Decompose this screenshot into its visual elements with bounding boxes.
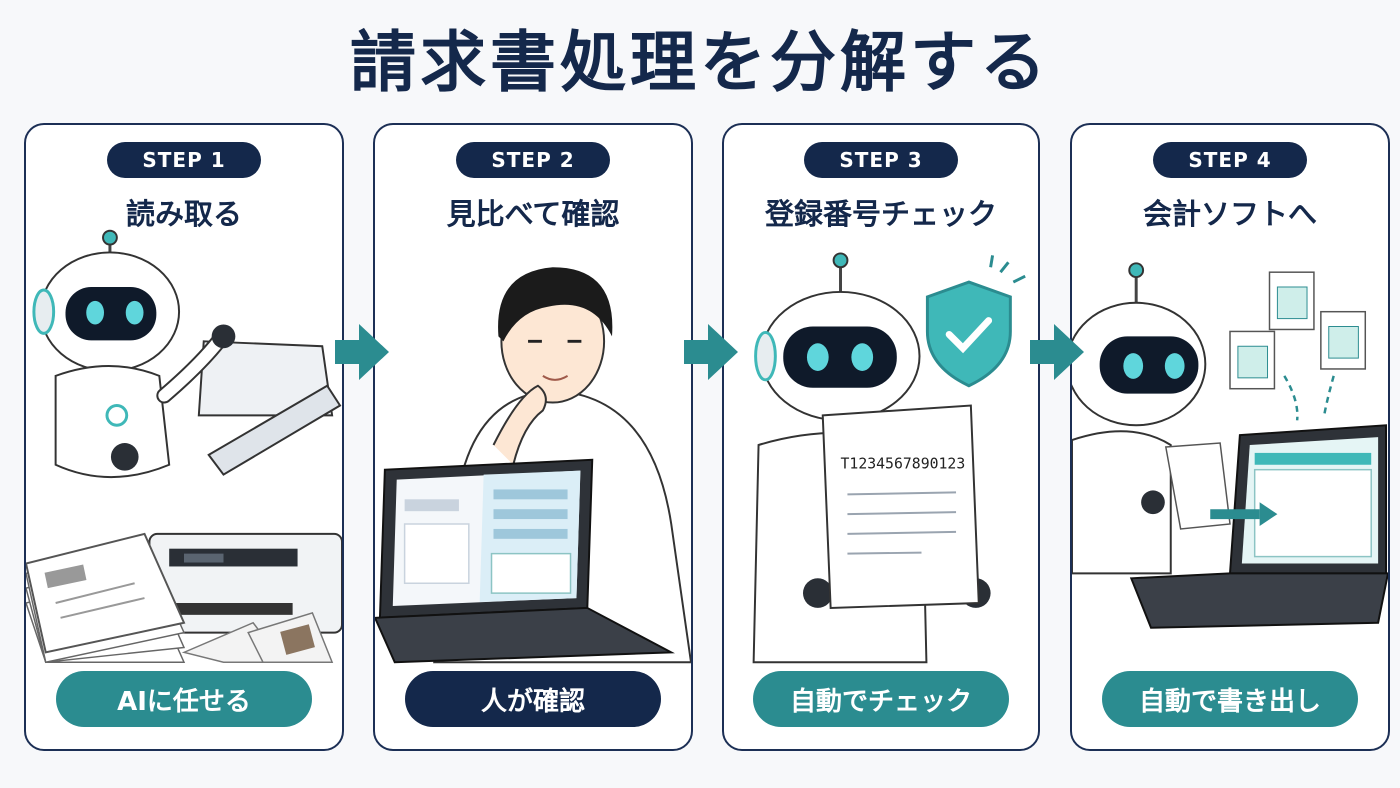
page-title: 請求書処理を分解する bbox=[350, 24, 1050, 101]
step-title: 読み取る bbox=[125, 197, 242, 231]
step-title: 会計ソフトへ bbox=[1142, 197, 1317, 231]
scanner-icon bbox=[148, 340, 342, 634]
step-card-3: STEP 3 登録番号チェック T1234567890123 bbox=[722, 123, 1040, 751]
step-card-2: STEP 2 見比べて確認 人が確認 bbox=[373, 123, 693, 751]
laptop-icon bbox=[1129, 424, 1388, 629]
step-illustration bbox=[1072, 262, 1388, 629]
step-badge: STEP 1 bbox=[107, 142, 261, 178]
document-icon: T1234567890123 bbox=[821, 404, 980, 609]
arrow-right-icon bbox=[335, 324, 389, 380]
step-title: 見比べて確認 bbox=[446, 197, 620, 231]
step-badge: STEP 3 bbox=[804, 142, 958, 178]
action-label: 自動でチェック bbox=[753, 671, 1009, 727]
action-label: AIに任せる bbox=[56, 671, 312, 727]
laptop-icon bbox=[375, 458, 675, 664]
step-badge: STEP 2 bbox=[456, 142, 610, 178]
photo-receipt-icon bbox=[181, 611, 334, 663]
action-label: 自動で書き出し bbox=[1102, 671, 1358, 727]
robot-icon bbox=[1072, 262, 1207, 575]
robot-icon bbox=[32, 229, 236, 478]
step-card-1: STEP 1 読み取る bbox=[24, 123, 344, 751]
arrow-right-icon bbox=[1030, 324, 1084, 380]
document-stack-icon bbox=[26, 532, 186, 664]
step-illustration bbox=[375, 267, 691, 664]
registration-number: T1234567890123 bbox=[841, 456, 966, 473]
step-illustration bbox=[26, 229, 342, 664]
step-badge: STEP 4 bbox=[1153, 142, 1307, 178]
shield-check-icon bbox=[925, 255, 1026, 388]
arrow-right-icon bbox=[684, 324, 738, 380]
step-card-4: STEP 4 会計ソフトへ bbox=[1070, 123, 1390, 751]
step-title: 登録番号チェック bbox=[764, 197, 997, 231]
action-label: 人が確認 bbox=[405, 671, 661, 727]
spreadsheet-icon bbox=[1229, 271, 1367, 421]
step-illustration: T1234567890123 bbox=[752, 252, 1026, 664]
